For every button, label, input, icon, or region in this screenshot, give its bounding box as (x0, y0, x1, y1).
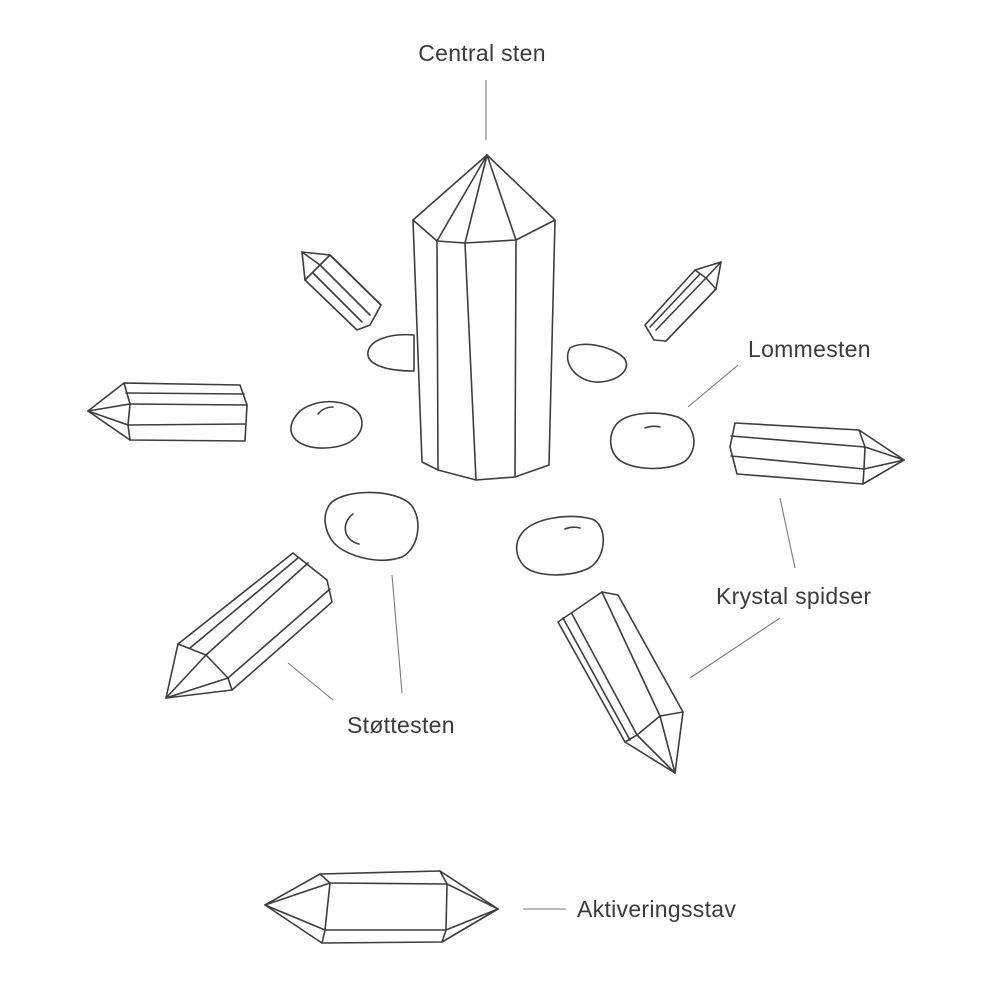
pocket-stone-right (609, 412, 695, 470)
support-stone-right (515, 515, 605, 576)
crystal-point-lower-right (557, 591, 684, 774)
label-support-stones: Støttesten (347, 712, 455, 738)
crystal-point-small-upper-left (301, 251, 382, 331)
crystal-point-small-upper-right (644, 261, 722, 342)
pocket-stones (290, 333, 695, 470)
leader-support-point (287, 662, 334, 701)
label-pocket-stones: Lommesten (748, 336, 871, 362)
label-crystal-points: Krystal spidser (716, 583, 871, 609)
support-stones (324, 491, 605, 576)
central-stone (412, 154, 556, 481)
crystal-point-left (87, 382, 248, 442)
pocket-stone-left (290, 400, 363, 449)
label-activation-wand: Aktiveringsstav (577, 896, 736, 922)
leader-points-lower (689, 617, 781, 679)
label-central-stone: Central sten (418, 40, 546, 66)
crystal-point-right (729, 422, 905, 485)
leader-pocket (687, 364, 739, 408)
leader-points-upper (779, 497, 796, 569)
pocket-stone-upper-left (367, 333, 415, 372)
pocket-stone-upper-right (566, 343, 628, 383)
leader-lines (287, 80, 796, 910)
activation-wand (264, 870, 499, 944)
support-stone-left (324, 491, 419, 561)
labels: Central sten Lommesten Krystal spidser S… (347, 40, 871, 922)
crystal-point-lower-left (165, 552, 333, 699)
leader-support-stone (391, 574, 403, 694)
